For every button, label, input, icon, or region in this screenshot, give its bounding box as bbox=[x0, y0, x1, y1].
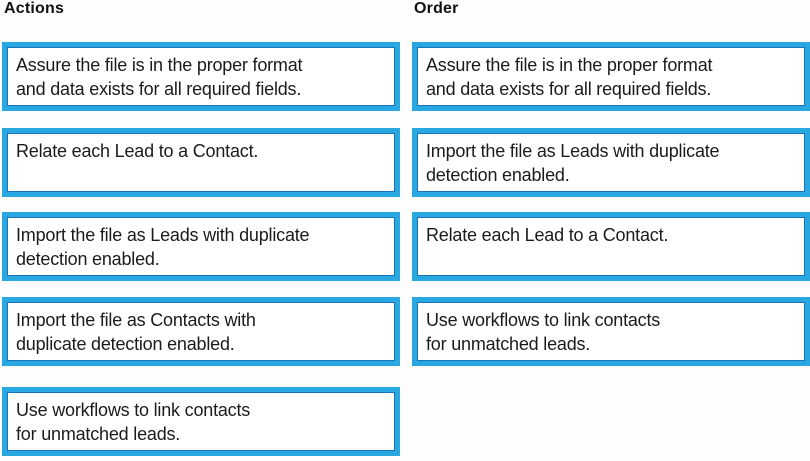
action-item-label: Import the file as Leads with duplicate … bbox=[16, 225, 310, 269]
action-item-workflows-link[interactable]: Use workflows to link contacts for unmat… bbox=[2, 387, 400, 456]
order-item-2[interactable]: Import the file as Leads with duplicate … bbox=[412, 128, 810, 197]
action-item-assure-format[interactable]: Assure the file is in the proper format … bbox=[2, 42, 400, 111]
action-item-label: Assure the file is in the proper format … bbox=[16, 55, 303, 99]
action-item-relate-lead-contact[interactable]: Relate each Lead to a Contact. bbox=[2, 128, 400, 197]
actions-heading: Actions bbox=[4, 0, 65, 17]
action-item-label: Relate each Lead to a Contact. bbox=[16, 141, 259, 161]
order-heading: Order bbox=[414, 0, 459, 17]
order-item-label: Import the file as Leads with duplicate … bbox=[426, 141, 720, 185]
order-item-3[interactable]: Relate each Lead to a Contact. bbox=[412, 212, 810, 281]
action-item-import-contacts[interactable]: Import the file as Contacts with duplica… bbox=[2, 297, 400, 366]
order-item-4[interactable]: Use workflows to link contacts for unmat… bbox=[412, 297, 810, 366]
order-item-1[interactable]: Assure the file is in the proper format … bbox=[412, 42, 810, 111]
action-item-label: Use workflows to link contacts for unmat… bbox=[16, 400, 251, 444]
order-item-label: Use workflows to link contacts for unmat… bbox=[426, 310, 661, 354]
actions-column: Actions Assure the file is in the proper… bbox=[2, 0, 400, 461]
order-column: Order Assure the file is in the proper f… bbox=[412, 0, 810, 461]
action-item-import-leads[interactable]: Import the file as Leads with duplicate … bbox=[2, 212, 400, 281]
order-item-label: Assure the file is in the proper format … bbox=[426, 55, 713, 99]
order-item-label: Relate each Lead to a Contact. bbox=[426, 225, 669, 245]
action-item-label: Import the file as Contacts with duplica… bbox=[16, 310, 256, 354]
